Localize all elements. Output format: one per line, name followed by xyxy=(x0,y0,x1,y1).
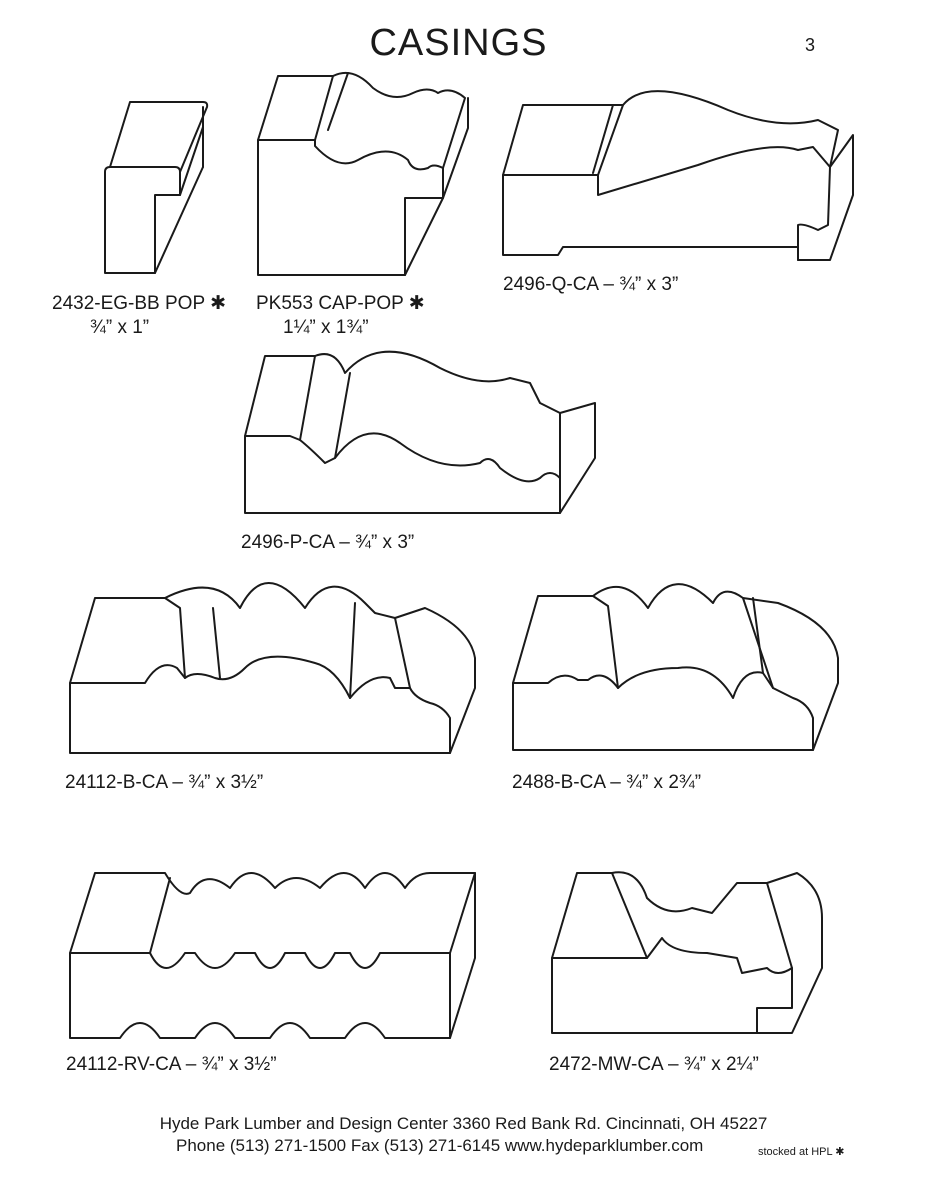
item-size: ¾” x 3½” xyxy=(188,772,264,793)
profile-drawing-24112-rv-ca xyxy=(69,872,476,1039)
item-code: 2432-EG-BB POP xyxy=(52,293,205,314)
item-size: ¾” x 3½” xyxy=(201,1054,277,1075)
item-size: ¾” x 2¼” xyxy=(683,1054,759,1075)
profile-drawing-2488-b-ca xyxy=(512,583,839,751)
item-size: ¾” x 3” xyxy=(355,532,415,553)
separator: – xyxy=(185,1054,197,1075)
item-code: 2488-B-CA xyxy=(512,772,605,793)
item-code: 24112-RV-CA xyxy=(66,1054,181,1075)
item-label: 2488-B-CA – ¾” x 2¾” xyxy=(512,772,701,794)
separator: – xyxy=(610,772,621,793)
item-label: 2432-EG-BB POP ✱ xyxy=(52,292,226,315)
item-size: ¾” x 3” xyxy=(619,274,679,295)
footer-address: Hyde Park Lumber and Design Center 3360 … xyxy=(159,1114,768,1133)
item-code: 2472-MW-CA xyxy=(549,1054,663,1075)
stocked-mark: ✱ xyxy=(835,1146,845,1158)
item-code: PK553 CAP-POP xyxy=(256,293,404,314)
item-label: 2496-P-CA – ¾” x 3” xyxy=(241,532,414,554)
item-code: 24112-B-CA xyxy=(65,772,168,793)
separator: – xyxy=(339,532,350,553)
item-label: 24112-B-CA – ¾” x 3½” xyxy=(65,772,263,794)
profile-drawing-2496-q-ca xyxy=(502,90,854,261)
stocked-note: stocked at HPL ✱ xyxy=(758,1145,844,1158)
item-label: 2472-MW-CA – ¾” x 2¼” xyxy=(549,1054,759,1076)
profile-drawing-2472-mw-ca xyxy=(551,871,823,1034)
stocked-mark: ✱ xyxy=(408,293,425,314)
page-number: 3 xyxy=(805,35,816,55)
item-code: 2496-Q-CA xyxy=(503,274,599,295)
footer-contact: Phone (513) 271-1500 Fax (513) 271-6145 … xyxy=(176,1136,704,1155)
stocked-note-text: stocked at HPL xyxy=(758,1146,833,1158)
separator: – xyxy=(667,1054,679,1075)
item-label: 2496-Q-CA – ¾” x 3” xyxy=(503,274,678,296)
separator: – xyxy=(603,274,614,295)
item-label: 24112-RV-CA – ¾” x 3½” xyxy=(66,1054,277,1076)
item-code: 2496-P-CA xyxy=(241,532,334,553)
item-size: 1¼” x 1¾” xyxy=(283,317,369,338)
item-size: ¾” x 1” xyxy=(90,317,150,338)
profile-drawing-24112-b-ca xyxy=(69,582,476,754)
page-title: CASINGS xyxy=(369,22,548,64)
separator: – xyxy=(172,772,183,793)
stocked-mark: ✱ xyxy=(210,293,226,314)
item-size: ¾” x 2¾” xyxy=(626,772,702,793)
profile-drawing-pk553-cap-pop xyxy=(257,72,469,276)
item-label: PK553 CAP-POP ✱ xyxy=(256,292,425,315)
profile-drawing-2432-eg-bb-pop xyxy=(104,101,209,274)
profile-drawing-2496-p-ca xyxy=(244,350,596,514)
